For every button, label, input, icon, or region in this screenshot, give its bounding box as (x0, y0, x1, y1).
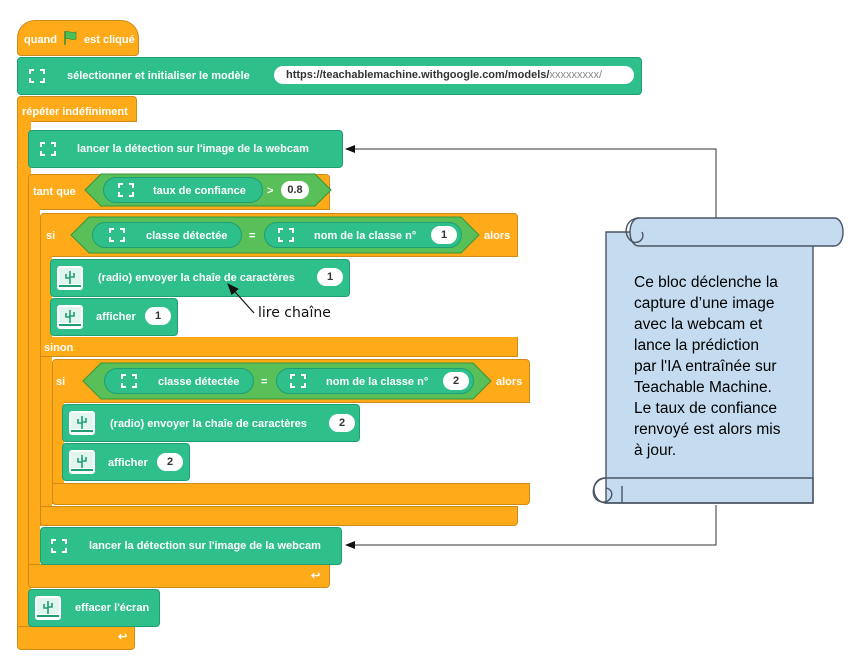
forever-block[interactable] (17, 96, 137, 122)
detected-class-reporter[interactable] (92, 222, 242, 248)
note-line: Ce bloc déclenche la (634, 274, 778, 291)
hat-block[interactable] (17, 20, 139, 56)
model-url-input[interactable]: https://teachablemachine.withgoogle.com/… (274, 66, 634, 84)
while-label: tant que (33, 186, 76, 198)
show-label-2: afficher (108, 457, 148, 469)
send-radio-label-2: (radio) envoyer la chaîe de caractères (110, 418, 307, 430)
loop-arrow-icon: ↩ (118, 631, 128, 643)
connector-top (345, 145, 717, 225)
focus-frame-icon (29, 69, 45, 83)
confidence-label: taux de confiance (153, 185, 246, 197)
connector-bottom (345, 505, 717, 549)
note-line: capture d’une image (634, 295, 775, 312)
show-value-input-1[interactable]: 1 (145, 307, 171, 325)
forever-label: répéter indéfiniment (22, 106, 128, 118)
note-line: lance la prédiction (634, 337, 759, 354)
class-name-label: nom de la classe n° (314, 230, 417, 242)
detected-class-label-2: classe détectée (158, 376, 240, 388)
note-line: par l'IA entraînée sur (634, 358, 777, 375)
if-operator: = (249, 230, 256, 242)
select-model-label: sélectionner et initialiser le modèle (67, 70, 250, 82)
display-extension-icon (34, 595, 62, 621)
loop-arrow-icon: ↩ (311, 570, 321, 582)
note-line: Le taux de confiance (634, 400, 778, 417)
class-number-input-2[interactable]: 2 (443, 372, 469, 390)
send-radio-label-1: (radio) envoyer la chaîe de caractères (98, 272, 295, 284)
detect-webcam-block-1[interactable] (28, 130, 343, 168)
focus-frame-icon (51, 539, 67, 553)
send-radio-block-1[interactable] (50, 259, 350, 297)
radio-extension-icon (68, 410, 96, 436)
send-radio-block-2[interactable] (62, 404, 360, 442)
annotation-arrow (227, 283, 255, 314)
if-then-label: alors (484, 230, 511, 242)
annotation-label: lire chaîne (258, 305, 331, 321)
focus-frame-icon (118, 183, 134, 197)
focus-frame-icon (40, 142, 56, 156)
if2-label: si (56, 376, 66, 388)
class-name-label-2: nom de la classe n° (326, 376, 429, 388)
note-line: Teachable Machine. (634, 379, 772, 396)
note-text: Ce bloc déclenche la capture d’une image… (634, 272, 802, 461)
while-operator: > (267, 185, 274, 197)
note-line: avec la webcam et (634, 316, 763, 333)
show-value-input-2[interactable]: 2 (157, 453, 183, 471)
show-label-1: afficher (96, 311, 136, 323)
radio-extension-icon (56, 265, 84, 291)
model-url-text: https://teachablemachine.withgoogle.com/… (286, 69, 550, 81)
clear-screen-label: effacer l'écran (75, 602, 150, 614)
note-line: renvoyé est alors mis (634, 421, 781, 438)
detect-webcam-label-1: lancer la détection sur l'image de la we… (77, 143, 309, 155)
focus-frame-icon (121, 374, 137, 388)
focus-frame-icon (278, 228, 294, 242)
send-value-input-1[interactable]: 1 (317, 268, 343, 286)
threshold-input[interactable]: 0.8 (281, 181, 309, 199)
detect-webcam-block-2[interactable] (40, 527, 342, 565)
confidence-reporter[interactable] (103, 177, 263, 203)
detect-webcam-label-2: lancer la détection sur l'image de la we… (89, 540, 321, 552)
scroll-note (592, 217, 844, 504)
if2-then-label: alors (496, 376, 523, 388)
green-flag-icon (62, 30, 78, 46)
else-section (40, 337, 518, 357)
else-label: sinon (44, 342, 74, 354)
if2-operator: = (261, 376, 268, 388)
class-name-reporter-2[interactable] (276, 368, 474, 394)
detected-class-label: classe détectée (146, 230, 228, 242)
focus-frame-icon (290, 374, 306, 388)
detected-class-reporter-2[interactable] (104, 368, 254, 394)
display-extension-icon (68, 449, 96, 475)
class-number-input[interactable]: 1 (431, 226, 457, 244)
focus-frame-icon (109, 228, 125, 242)
clear-screen-block[interactable] (28, 589, 160, 627)
display-extension-icon (56, 304, 84, 330)
model-url-placeholder: xxxxxxxxx/ (549, 69, 602, 81)
send-value-input-2[interactable]: 2 (329, 414, 355, 432)
note-line: à jour. (634, 442, 677, 459)
hat-label-after: est cliqué (84, 34, 135, 46)
hat-label-before: quand (24, 34, 57, 46)
if-label: si (46, 230, 56, 242)
class-name-reporter[interactable] (264, 222, 462, 248)
